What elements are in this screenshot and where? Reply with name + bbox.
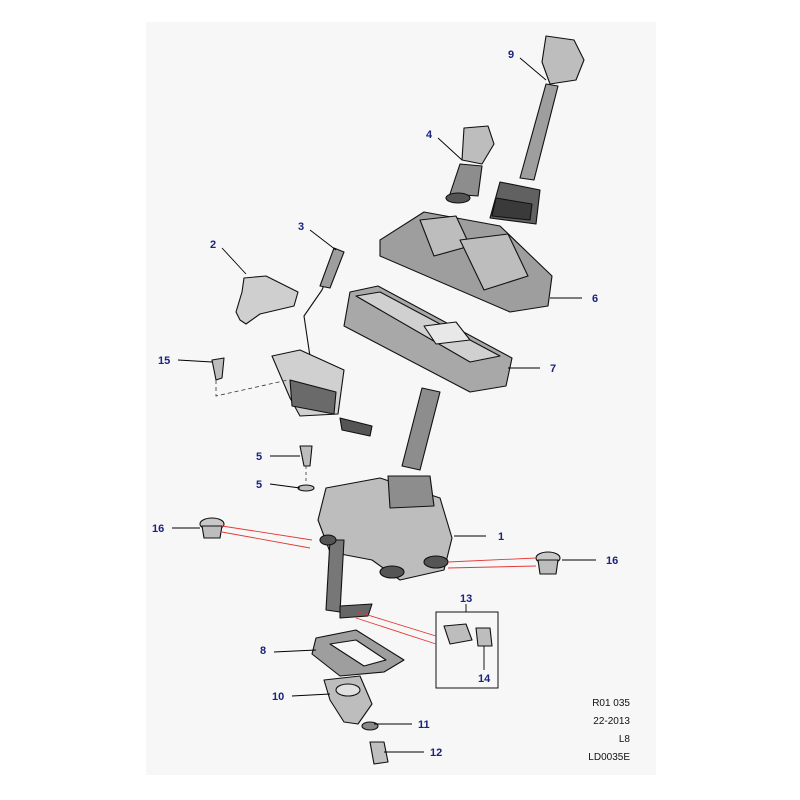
- nut-part: [361, 721, 379, 731]
- red-leader-lines: [221, 525, 537, 645]
- dashed-connector: [215, 379, 289, 397]
- callout-8: 8: [260, 645, 266, 657]
- clamp-part: [323, 675, 373, 725]
- reference-code: R01 035: [592, 698, 630, 709]
- gasket-part: [311, 629, 405, 677]
- callout-3: 3: [298, 221, 304, 233]
- callout-1: 1: [498, 531, 504, 543]
- callout-16: 16: [152, 523, 164, 535]
- callout-9: 9: [508, 49, 514, 61]
- callout-5: 5: [256, 451, 262, 463]
- callout-13: 13: [460, 593, 472, 605]
- callout-5: 5: [256, 479, 262, 491]
- callout-6: 6: [592, 293, 598, 305]
- callout-7: 7: [550, 363, 556, 375]
- screw-part: [297, 445, 315, 492]
- knob-part: [445, 125, 495, 204]
- callout-leaders: [172, 57, 596, 753]
- callout-15: 15: [158, 355, 170, 367]
- bush-part: [535, 551, 561, 575]
- inset-box-13: [435, 611, 499, 689]
- reference-date: 22-2013: [593, 716, 630, 727]
- gearshift-housing-part: [317, 387, 453, 619]
- console-surround-part: [343, 285, 513, 393]
- pin-part: [211, 357, 225, 381]
- bracket-part: [235, 275, 299, 325]
- diagram-panel: [146, 22, 656, 775]
- bush-part: [199, 517, 225, 539]
- callout-14: 14: [478, 673, 491, 685]
- gear-lever-part: [489, 35, 585, 225]
- callout-10: 10: [272, 691, 284, 703]
- cable-selector-part: [271, 247, 373, 437]
- callout-16: 16: [606, 555, 618, 567]
- boot-gaiter-part: [379, 211, 553, 313]
- reference-drawing-id: LD0035E: [588, 752, 630, 763]
- callout-12: 12: [430, 747, 442, 759]
- callout-2: 2: [210, 239, 216, 251]
- reference-model: L8: [618, 734, 630, 745]
- callout-11: 11: [418, 719, 430, 731]
- bolt-part: [369, 741, 389, 765]
- callout-4: 4: [426, 129, 433, 141]
